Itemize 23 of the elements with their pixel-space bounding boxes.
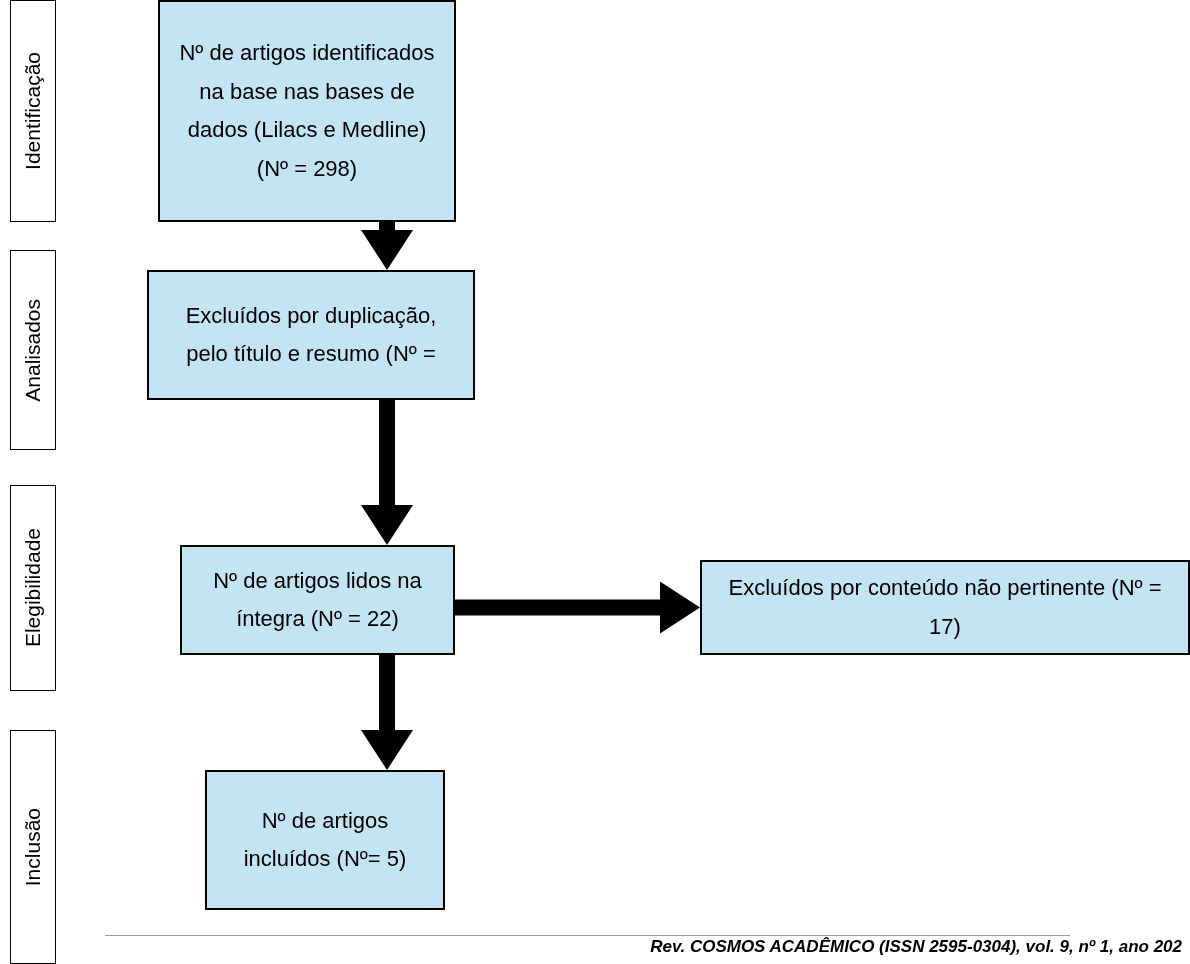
process-box bbox=[700, 560, 1190, 655]
stage-label: Identificação bbox=[21, 52, 45, 170]
process-box bbox=[180, 545, 455, 655]
process-box bbox=[147, 270, 475, 400]
box-text: Nº de artigos incluídos (Nº= 5) bbox=[242, 806, 408, 873]
block-arrow bbox=[361, 400, 413, 545]
stage-label-box bbox=[10, 250, 56, 450]
box-text: Excluídos por duplicação, pelo título e resumo (Nº = bbox=[184, 301, 438, 368]
block-arrow bbox=[361, 222, 413, 270]
box-text: Excluídos por conteúdo não pertinente (Nº = 17) bbox=[727, 574, 1163, 641]
stage-label: Elegibilidade bbox=[21, 528, 45, 648]
process-box bbox=[158, 0, 456, 222]
stage-label-box bbox=[10, 485, 56, 691]
stage-label-box bbox=[10, 730, 56, 964]
box-text: Nº de artigos lidos na íntegra (Nº = 22) bbox=[212, 566, 423, 633]
block-arrow bbox=[455, 581, 700, 634]
stage-label-box bbox=[10, 0, 56, 222]
stage-label: Analisados bbox=[21, 298, 45, 402]
block-arrow bbox=[361, 655, 413, 770]
footer-citation: Rev. COSMOS ACADÊMICO (ISSN 2595-0304), vol. 9, nº 1, ano 202 bbox=[650, 936, 1182, 958]
stage-label: Inclusão bbox=[21, 807, 45, 887]
process-box bbox=[205, 770, 445, 910]
box-text: Nº de artigos identificados na base nas bases de dados (Lilacs e Medline) (Nº = 298) bbox=[178, 39, 436, 183]
